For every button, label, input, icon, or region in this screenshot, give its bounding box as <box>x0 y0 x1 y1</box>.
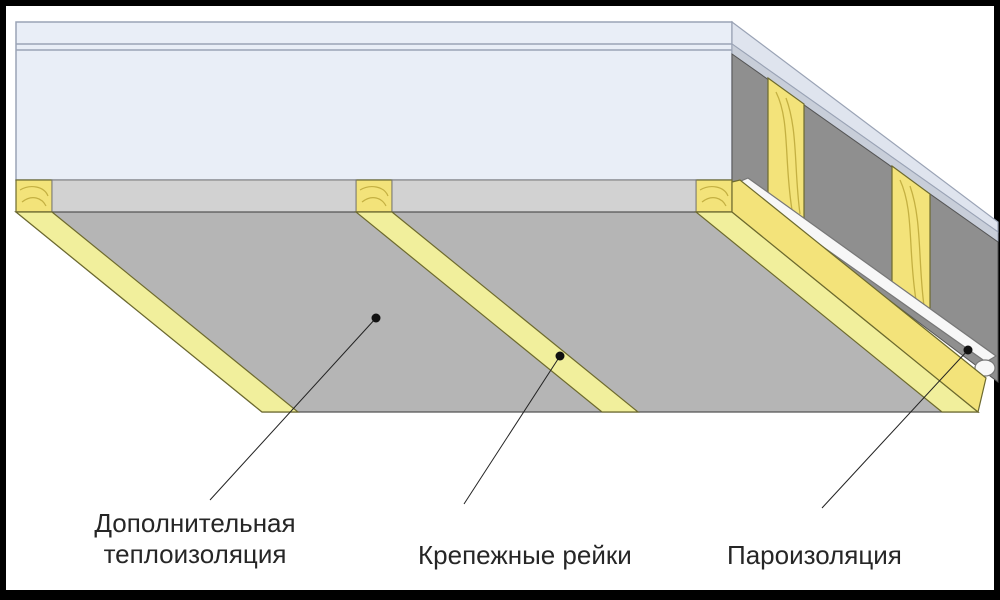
label-insulation-line2: теплоизоляция <box>103 539 287 569</box>
label-additional-insulation: Дополнительная теплоизоляция <box>60 508 330 570</box>
label-insulation-line1: Дополнительная <box>94 508 296 538</box>
insulation-edge <box>391 179 697 213</box>
batten-end-middle <box>355 179 393 213</box>
batten-middle <box>354 211 640 413</box>
batten-left <box>14 211 300 413</box>
batten-end-left <box>15 179 53 213</box>
leader-dot-insulation <box>371 313 381 323</box>
label-mounting-battens: Крепежные рейки <box>418 540 632 570</box>
insulation-edge <box>51 179 357 213</box>
batten-right-side <box>731 179 987 414</box>
batten-end-right <box>695 179 733 213</box>
batten-end-grain <box>19 186 49 207</box>
leader-dot-battens <box>555 351 565 361</box>
ceiling-panel <box>15 21 733 181</box>
label-vapor-barrier: Пароизоляция <box>727 540 902 570</box>
leader-line-battens <box>463 355 561 505</box>
vapor-barrier-strip <box>732 177 998 363</box>
joist-wood-grain <box>775 91 801 215</box>
vapor-barrier-end <box>974 359 996 377</box>
batten-end-grain <box>359 186 389 207</box>
batten-end-grain <box>699 186 729 207</box>
leader-line-vapor <box>821 349 969 509</box>
leader-dot-vapor <box>963 345 973 355</box>
joist-wood-grain <box>899 179 925 307</box>
leader-line-insulation <box>209 317 377 501</box>
